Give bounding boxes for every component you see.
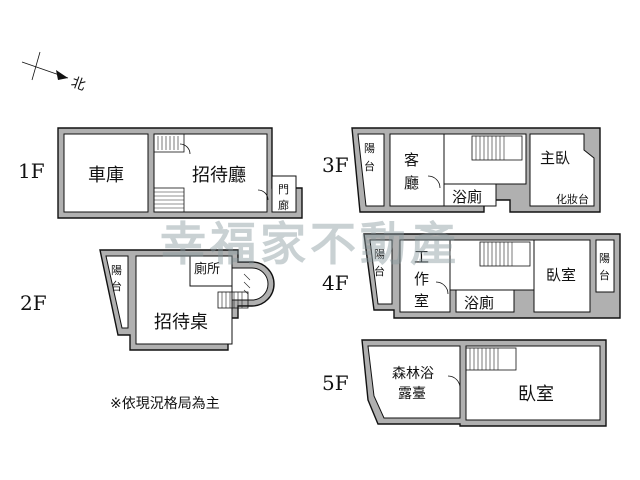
room-master [529, 133, 595, 207]
label-balcony-3f-2: 台 [364, 159, 375, 173]
watermark: 幸福家不動產 [160, 217, 460, 271]
label-balcony-2f-2: 台 [111, 279, 122, 293]
door-swing-icon [447, 375, 461, 389]
door-swing-icon [179, 143, 191, 155]
label-work-2: 作 [414, 270, 429, 288]
door-swing-icon [257, 189, 269, 201]
floor-label-3f: 3F [322, 153, 349, 177]
label-balcony-2f-1: 陽 [111, 264, 122, 277]
room-balcony-3f [357, 133, 385, 207]
floor-1f-plan: 車庫 招待廳 門 廊 [57, 127, 303, 219]
floor-label-5f: 5F [322, 371, 349, 395]
compass-tick [31, 51, 41, 81]
stairs-3f [471, 135, 523, 161]
room-bedroom-4f [533, 239, 591, 313]
floor-label-1f: 1F [18, 159, 45, 183]
door-swing-icon [427, 175, 441, 189]
label-bath-4f: 浴廁 [464, 294, 494, 312]
label-work-3: 室 [414, 292, 429, 310]
label-work-1: 工 [414, 248, 429, 266]
compass-arrow-icon [56, 70, 68, 80]
label-living-2: 廳 [404, 174, 419, 192]
label-balcony-4f-2: 台 [374, 264, 385, 278]
label-vanity: 化妝台 [556, 192, 589, 206]
label-garage: 車庫 [88, 165, 124, 186]
room-forest-terrace [367, 345, 461, 419]
label-balcony-4f-r2: 台 [599, 268, 610, 282]
room-living [389, 133, 445, 207]
floor-3f-plan: 陽 台 客 廳 浴廁 主臥 化妝台 [351, 127, 601, 213]
room-bedroom-5f [465, 345, 601, 421]
floor-label-4f: 4F [322, 271, 349, 295]
room-balcony-4f-left [369, 239, 393, 305]
stairs-1f-top [153, 133, 185, 153]
room-workroom [399, 239, 451, 313]
floor-label-2f: 2F [20, 291, 47, 315]
room-garage [63, 133, 149, 213]
stair-bay [231, 267, 269, 301]
floor-5f-plan: 森林浴 露臺 臥室 [361, 339, 607, 427]
compass: 北 [21, 51, 88, 94]
label-terrace-1: 森林浴 [392, 366, 434, 382]
label-master: 主臥 [540, 149, 570, 167]
door-swing-icon [435, 281, 449, 295]
label-porch-2: 廊 [278, 198, 289, 212]
label-terrace-2: 露臺 [398, 386, 426, 402]
floor-2f-plan: 陽 台 廁所 招待桌 [99, 249, 275, 351]
label-bath-3f: 浴廁 [452, 188, 482, 206]
stairs-4f [479, 241, 531, 267]
label-balcony-3f-1: 陽 [364, 142, 375, 155]
room-reception-hall [153, 133, 268, 213]
floor-4f-plan: 陽 台 工 作 室 浴廁 臥室 陽 台 [363, 233, 621, 319]
label-bedroom-4f: 臥室 [546, 266, 576, 284]
room-balcony-2f [105, 255, 129, 329]
room-porch [271, 175, 297, 213]
room-bath-4f [455, 289, 515, 313]
label-reception-hall: 招待廳 [192, 165, 246, 186]
label-balcony-4f-1: 陽 [374, 248, 385, 261]
north-label: 北 [69, 74, 88, 94]
label-bedroom-5f: 臥室 [518, 384, 554, 405]
label-living-1: 客 [404, 151, 419, 169]
label-reception-desk: 招待桌 [154, 312, 208, 333]
room-balcony-4f-right [595, 239, 615, 293]
stairs-2f [217, 291, 249, 309]
stairs-5f [465, 347, 517, 371]
stair-hall-3f [443, 133, 527, 185]
label-porch-1: 門 [278, 183, 289, 196]
room-bath-3f [443, 183, 497, 207]
label-balcony-4f-r1: 陽 [599, 252, 610, 265]
label-toilet: 廁所 [194, 261, 220, 277]
layout-note: ※依現況格局為主 [110, 396, 220, 412]
